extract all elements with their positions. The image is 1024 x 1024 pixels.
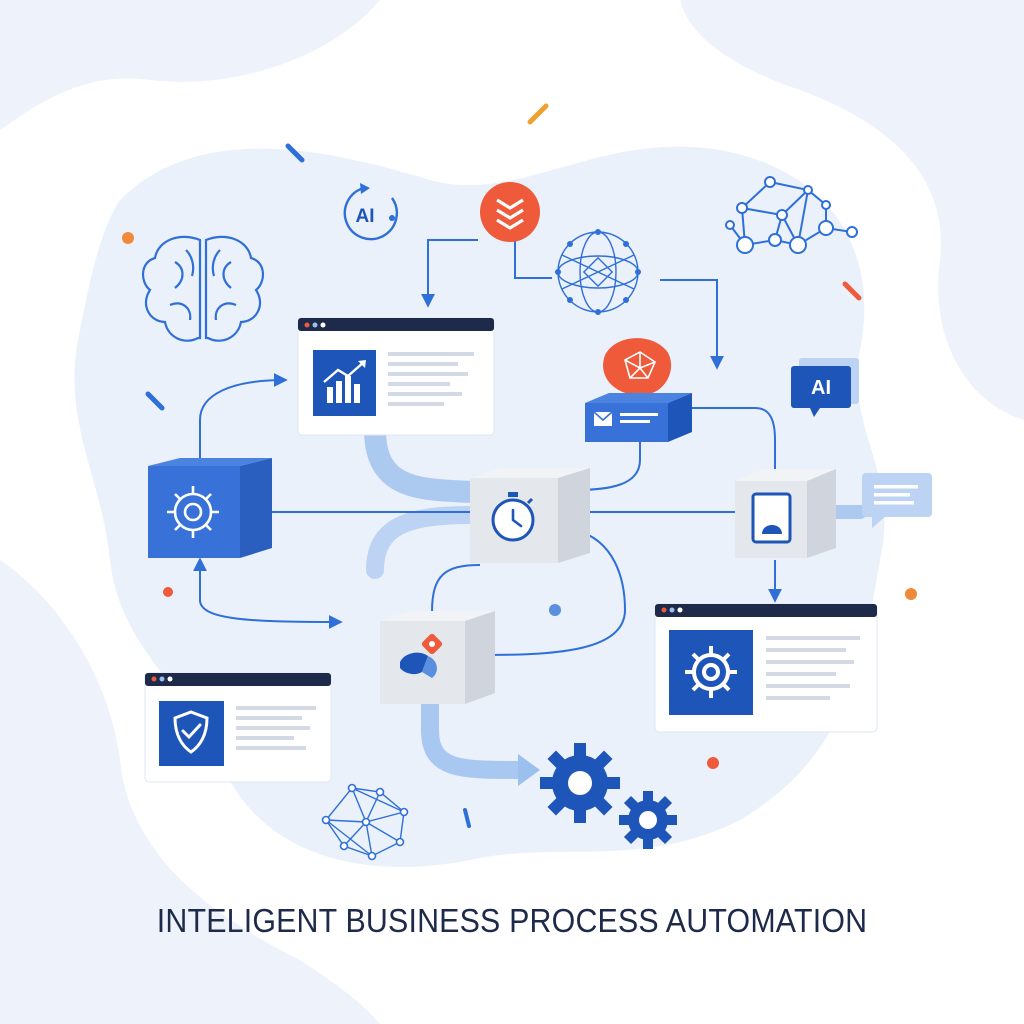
- gear-cube: [148, 458, 272, 558]
- connector-lines: [193, 239, 782, 656]
- ai-badge-label: AI: [356, 206, 375, 227]
- stopwatch-cube: [470, 468, 590, 563]
- shield-check-icon: [173, 710, 209, 754]
- bar-chart-icon: [313, 350, 376, 416]
- tablet-cube: [735, 469, 836, 558]
- tablet-icon: [751, 492, 792, 544]
- chat-icon: [862, 473, 932, 528]
- puzzle-icon: [400, 633, 443, 678]
- puzzle-cube: [380, 611, 495, 704]
- ai-bubble-label: AI: [811, 377, 831, 399]
- network-globe-nodes: [555, 229, 641, 315]
- gear-icon: [685, 646, 737, 698]
- ai-bubble: AI: [791, 358, 859, 417]
- ai-cycle-icon: AI: [343, 183, 399, 241]
- security-window: [144, 672, 332, 783]
- flow-band-arrowhead: [518, 754, 540, 786]
- network-graph-icon: [725, 176, 858, 254]
- diagram-title: INTELIGENT BUSINESS PROCESS AUTOMATION: [156, 902, 868, 939]
- mesh-network-icon: [321, 783, 409, 861]
- decorative-accents: [122, 103, 917, 828]
- settings-window: [654, 603, 878, 733]
- gears-icon: [540, 743, 677, 849]
- mail-box: [585, 338, 692, 442]
- brain-icon: [142, 235, 264, 342]
- gear-icon: [167, 486, 219, 538]
- stopwatch-icon: [491, 492, 535, 542]
- analytics-window: [297, 317, 495, 436]
- chevron-stack-icon: [480, 182, 540, 242]
